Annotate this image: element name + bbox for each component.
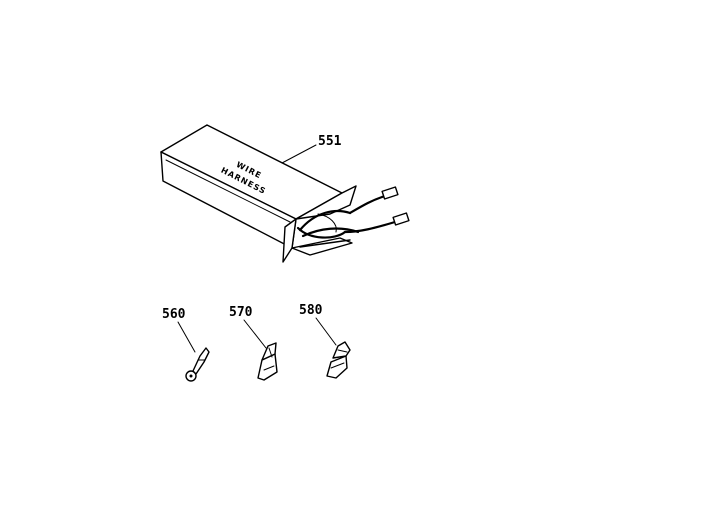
callout-570: 570 — [229, 305, 253, 320]
wire-lead — [343, 220, 397, 234]
leader-line-560 — [177, 321, 196, 353]
box-flap-top — [295, 185, 357, 220]
wire-harness-box — [160, 124, 357, 263]
wire-loop — [298, 209, 352, 232]
ring-terminal — [185, 347, 210, 382]
flag-terminal-crimp — [263, 365, 275, 371]
spade-terminal — [326, 341, 351, 379]
leader-line-570 — [243, 319, 267, 349]
wire-lead — [348, 194, 387, 215]
connector-terminal — [392, 212, 410, 226]
callout-560: 560 — [162, 307, 186, 322]
flag-terminal — [257, 342, 278, 381]
spade-terminal-crimp — [330, 362, 345, 369]
ring-terminal-hole — [189, 374, 193, 378]
spade-terminal-barrel — [332, 341, 351, 359]
callout-551: 551 — [318, 134, 342, 149]
flag-terminal-fold — [268, 347, 273, 358]
flag-terminal-body — [257, 353, 278, 381]
box-flap-edge — [299, 239, 351, 248]
spade-terminal-blade — [326, 355, 348, 379]
leader-line-580 — [315, 317, 337, 346]
leader-line-551 — [281, 144, 317, 164]
spade-terminal-crimp — [337, 349, 348, 353]
wire-strand — [317, 213, 337, 233]
callout-580: 580 — [299, 303, 323, 318]
harness-wires — [296, 186, 410, 239]
ring-terminal-barrel — [192, 347, 210, 375]
flag-terminal-tab — [261, 342, 277, 361]
connector-terminal — [381, 186, 399, 200]
box-edge-line — [165, 159, 291, 223]
wire-loop — [296, 226, 347, 239]
box-flap-left — [282, 218, 297, 263]
